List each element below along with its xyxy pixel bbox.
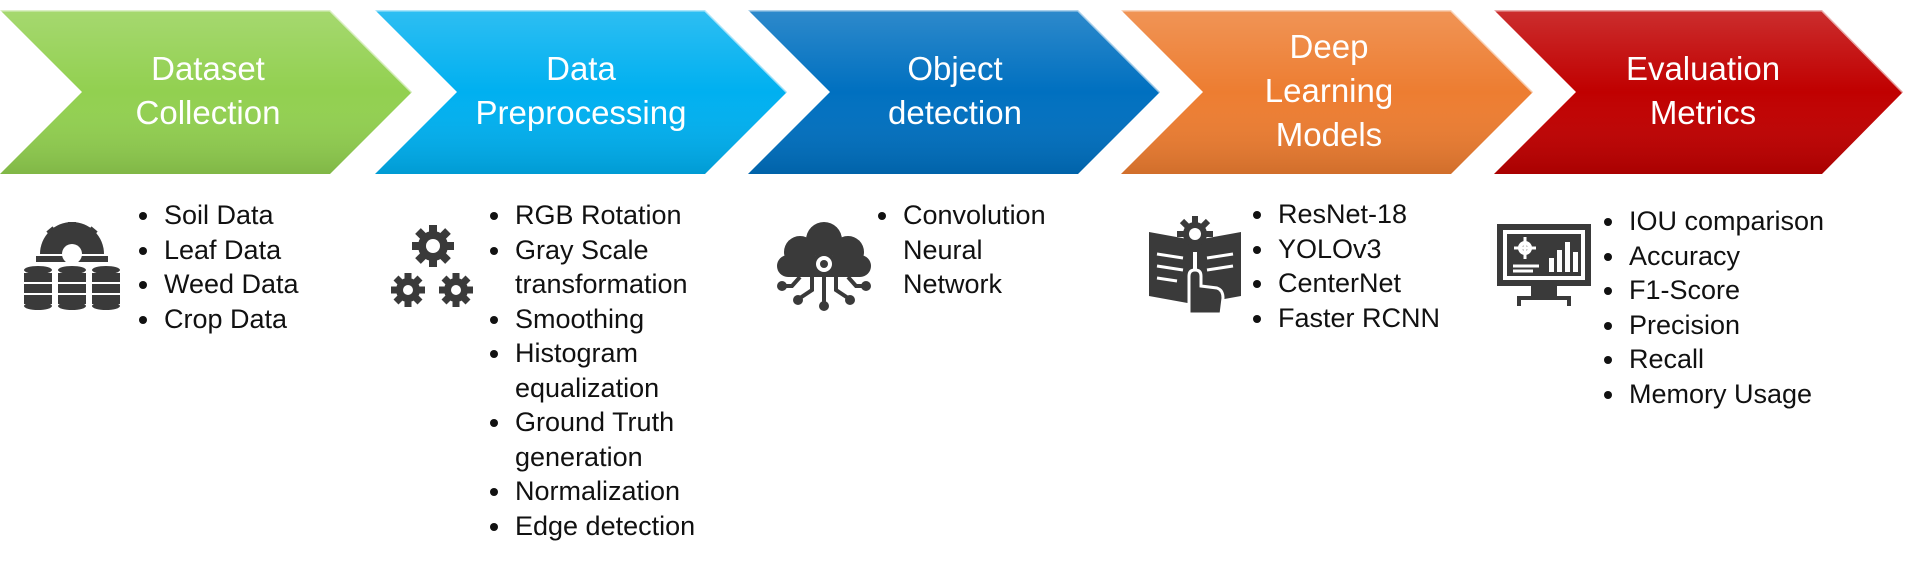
- list-item: YOLOv3: [1250, 232, 1440, 267]
- list-item: Soil Data: [136, 198, 299, 233]
- list-item: Edge detection: [487, 509, 695, 544]
- stage-title-data-preprocessing: Data Preprocessing: [475, 50, 687, 131]
- list-item: CenterNet: [1250, 266, 1440, 301]
- process-banner: [0, 8, 1905, 174]
- list-item: Precision: [1601, 308, 1824, 343]
- list-item: Crop Data: [136, 302, 299, 337]
- list-item: RGB Rotation: [487, 198, 695, 233]
- stage-title-deep-learning-models: Deep Learning Models: [1264, 28, 1394, 153]
- stage-title-object-detection: Object detection: [888, 50, 1022, 131]
- list-item: F1-Score: [1601, 273, 1824, 308]
- list-item: Weed Data: [136, 267, 299, 302]
- list-item: Faster RCNN: [1250, 301, 1440, 336]
- book-touch-gear-icon: [1149, 216, 1241, 316]
- stage-title-dataset-collection: Dataset Collection: [135, 50, 281, 131]
- gears-icon: [391, 225, 473, 307]
- list-item: Accuracy: [1601, 239, 1824, 274]
- stage-chevron-5: [1494, 8, 1905, 174]
- list-item: IOU comparison: [1601, 204, 1824, 239]
- stage-chevron-4: [1121, 8, 1535, 174]
- list-item: Recall: [1601, 342, 1824, 377]
- list-item: Normalization: [487, 474, 695, 509]
- stage-chevron-3: [748, 8, 1162, 174]
- monitor-chart-icon: [1497, 224, 1591, 306]
- cloud-network-icon: [777, 222, 871, 311]
- database-gear-icon: [24, 222, 120, 310]
- stage-title-evaluation-metrics: Evaluation Metrics: [1625, 50, 1781, 131]
- list-item: ResNet-18: [1250, 197, 1440, 232]
- stage-chevron-2: [375, 8, 789, 174]
- list-item: Smoothing: [487, 302, 695, 337]
- stage-chevron-1: [0, 8, 414, 174]
- list-item: Leaf Data: [136, 233, 299, 268]
- list-item: Memory Usage: [1601, 377, 1824, 412]
